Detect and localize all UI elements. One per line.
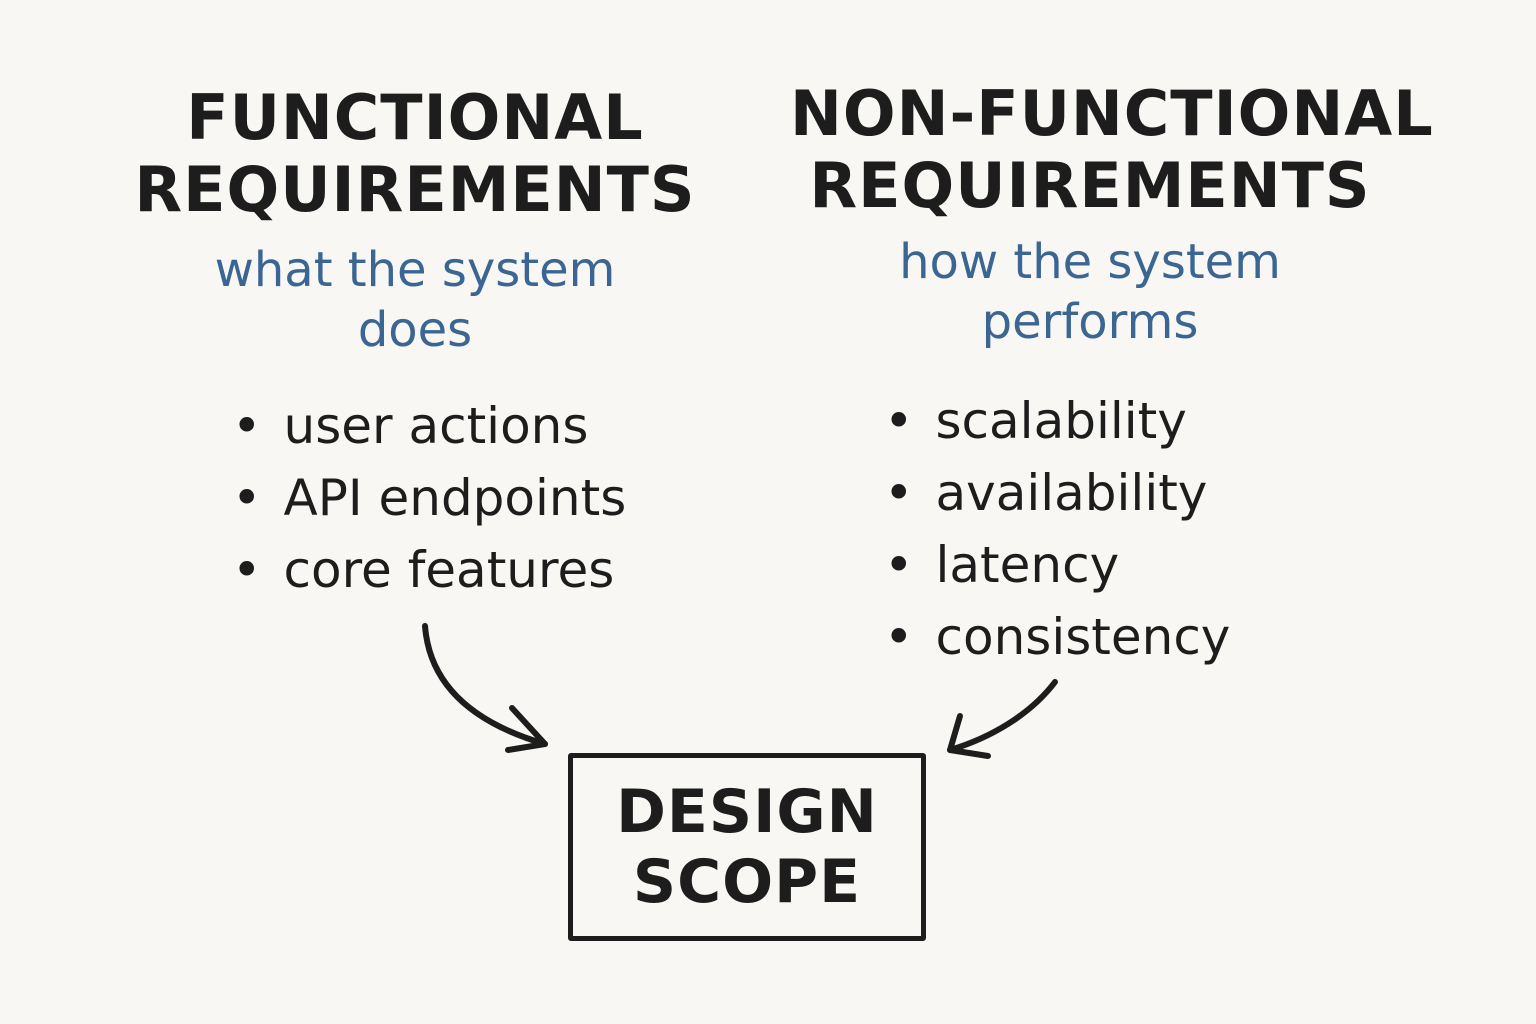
functional-subtitle-line-2: does (357, 302, 473, 358)
list-item: core features (232, 534, 626, 606)
right-arrow (947, 679, 1058, 753)
left-arrow (422, 623, 548, 747)
list-item: scalability (884, 385, 1230, 457)
functional-list: user actions API endpoints core features (232, 390, 627, 606)
non-functional-subtitle-line-1: how the system (899, 234, 1281, 290)
non-functional-subtitle-line-2: performs (981, 294, 1199, 350)
left-arrowhead-icon (505, 705, 548, 753)
list-item: API endpoints (232, 462, 627, 534)
list-item: latency (884, 529, 1230, 601)
design-scope-line-2: SCOPE (632, 847, 862, 917)
right-arrowhead-icon (947, 713, 991, 759)
list-item: user actions (232, 390, 626, 462)
functional-title-line-1: FUNCTIONAL (186, 81, 644, 154)
non-functional-title-line-1: NON-FUNCTIONAL (790, 77, 1434, 150)
non-functional-list: scalability availability latency consist… (884, 385, 1231, 673)
design-scope-line-1: DESIGN (616, 777, 878, 847)
design-scope-box: DESIGN SCOPE (568, 753, 926, 941)
list-item: availability (884, 457, 1230, 529)
functional-title-line-2: REQUIREMENTS (134, 153, 696, 226)
functional-requirements-column: FUNCTIONAL REQUIREMENTS what the system … (115, 82, 715, 360)
non-functional-requirements-column: NON-FUNCTIONAL REQUIREMENTS how the syst… (790, 77, 1434, 352)
non-functional-title-line-2: REQUIREMENTS (809, 149, 1371, 222)
functional-subtitle-line-1: what the system (214, 242, 616, 298)
list-item: consistency (884, 601, 1231, 673)
